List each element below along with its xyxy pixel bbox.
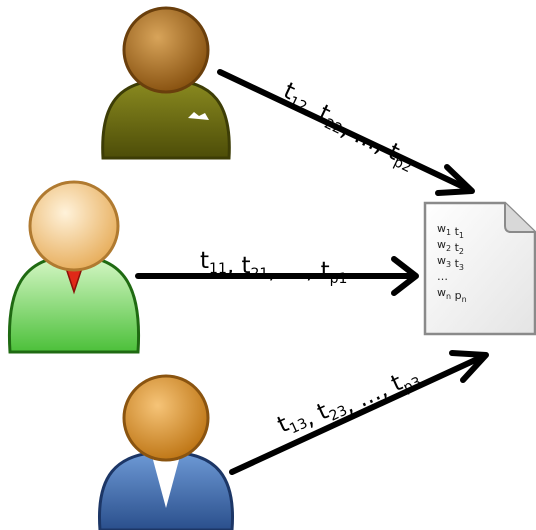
arrow-label-bottom: t13, t23, …, tp3 — [274, 353, 424, 450]
document-line-text: w — [437, 222, 446, 235]
document-line-text: t — [451, 225, 459, 238]
document-line-text: w — [437, 286, 446, 299]
document-line: w2 t2 — [437, 238, 464, 256]
label-text: , …, t — [340, 370, 407, 419]
subscript: 13 — [287, 415, 310, 437]
document-line-text: t — [451, 241, 459, 254]
user-icon-middle — [7, 180, 141, 354]
subscript: 11 — [209, 261, 227, 277]
document-line-text: t — [451, 257, 459, 270]
subscript: 3 — [459, 263, 464, 272]
user-icon-bottom — [97, 374, 235, 530]
label-text: , …, t — [268, 258, 329, 284]
subscript: 1 — [459, 231, 464, 240]
label-text: , …, t — [337, 116, 404, 166]
subscript: 23 — [327, 403, 350, 425]
document-line-text: p — [451, 289, 461, 302]
document-line: w1 t1 — [437, 222, 464, 240]
subscript: 2 — [446, 244, 451, 253]
document-line: wn pn — [437, 286, 467, 304]
pocket-handkerchief — [188, 112, 209, 120]
document-line: w3 t3 — [437, 254, 464, 272]
arrow-top — [217, 69, 475, 196]
subscript: n — [462, 295, 467, 304]
page-fold — [504, 203, 535, 233]
subscript: n — [446, 292, 451, 301]
subscript: 1 — [446, 228, 451, 237]
subscript: 2 — [459, 247, 464, 256]
label-text: t — [200, 248, 209, 274]
document-line-text: … — [437, 270, 448, 283]
arrow-label-middle: t11, t21, …, tp1 — [200, 248, 347, 287]
subscript: p1 — [330, 271, 348, 287]
subscript: p2 — [391, 154, 414, 176]
document-line: … — [437, 270, 448, 283]
subscript: 3 — [446, 260, 451, 269]
subscript: 22 — [322, 116, 345, 138]
label-text: , t — [227, 253, 251, 279]
document-line-text: w — [437, 254, 446, 267]
subscript: p3 — [401, 374, 424, 396]
document-line-text: w — [437, 238, 446, 251]
user-icon-top — [101, 6, 231, 160]
shirt-collar — [152, 456, 180, 508]
arrow-middle — [135, 256, 419, 296]
arrow-bottom — [229, 350, 489, 475]
subscript: 12 — [286, 94, 309, 116]
arrow-label-top: t12, t22, …, tp2 — [274, 78, 424, 176]
subscript: 21 — [251, 266, 269, 282]
